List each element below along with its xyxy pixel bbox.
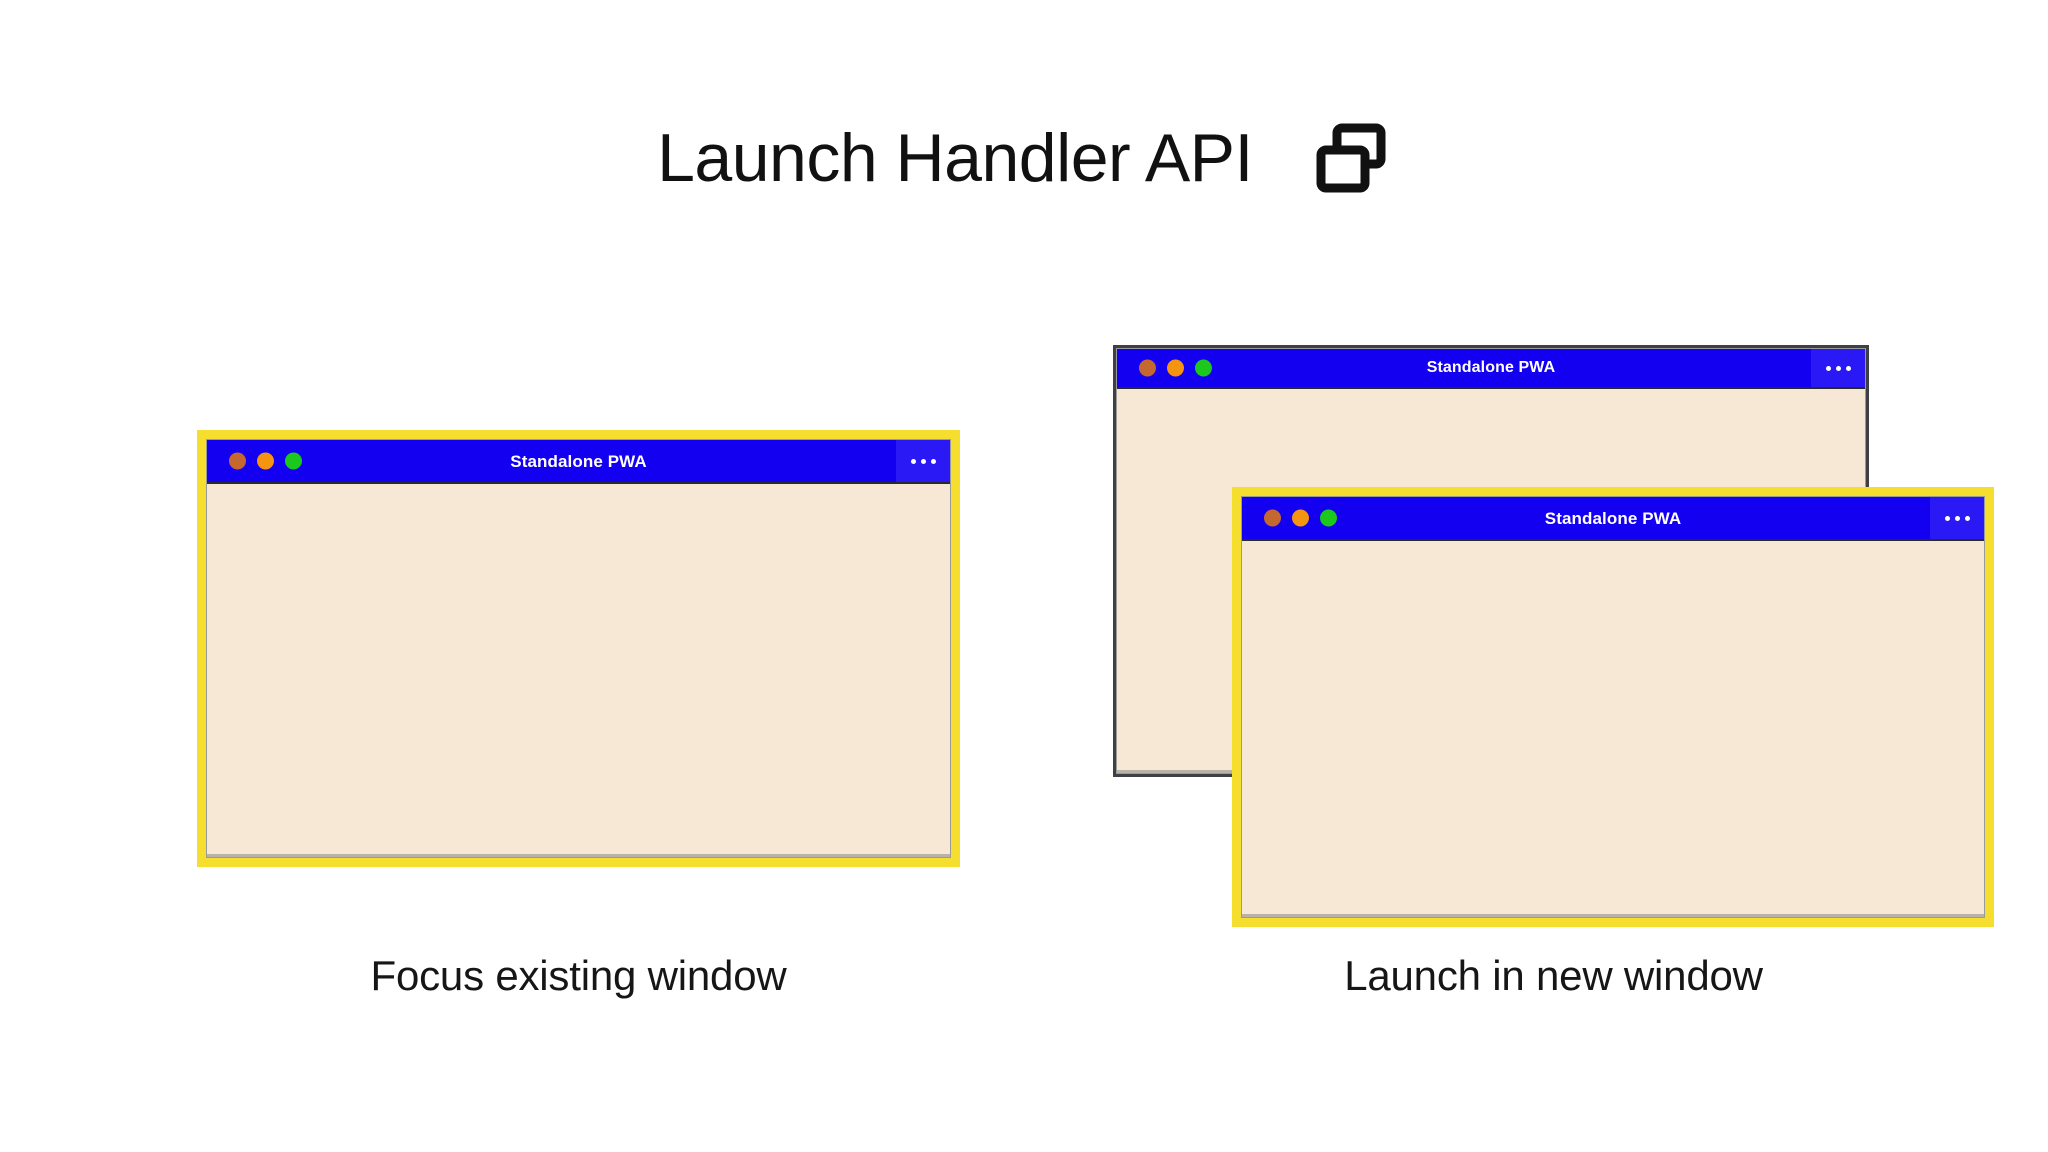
caption-launch-new: Launch in new window <box>1344 952 1763 999</box>
window-title: Standalone PWA <box>1544 508 1682 528</box>
overflow-dot <box>910 458 916 464</box>
window-titlebar[interactable]: Standalone PWA <box>1242 497 1984 541</box>
traffic-lights <box>229 452 302 470</box>
page-title: Launch Handler API <box>657 120 1253 196</box>
page-header: Launch Handler API <box>0 118 2048 198</box>
close-button-dot[interactable] <box>1264 509 1281 527</box>
minimize-button-dot[interactable] <box>257 452 274 470</box>
overflow-dot <box>1835 365 1841 371</box>
overflow-dot <box>1845 365 1851 371</box>
overflow-dot <box>1964 515 1970 521</box>
overflow-dot <box>920 458 926 464</box>
traffic-lights <box>1264 509 1337 527</box>
pwa-window-new-front[interactable]: Standalone PWA <box>1232 487 1994 927</box>
overflow-dot <box>1825 365 1831 371</box>
window-inner: Standalone PWA <box>1241 496 1985 918</box>
pwa-window-focus-existing[interactable]: Standalone PWA <box>197 430 960 867</box>
minimize-button-dot[interactable] <box>1167 359 1184 377</box>
overflow-dot <box>1954 515 1960 521</box>
caption-focus-existing: Focus existing window <box>370 952 787 999</box>
window-inner: Standalone PWA <box>206 439 951 858</box>
maximize-button-dot[interactable] <box>1320 509 1337 527</box>
overflow-menu-button[interactable] <box>896 440 950 482</box>
window-title: Standalone PWA <box>1426 359 1556 376</box>
overflow-dot <box>1944 515 1950 521</box>
window-title: Standalone PWA <box>510 451 647 471</box>
window-content-area[interactable] <box>1242 541 1984 917</box>
window-titlebar[interactable]: Standalone PWA <box>207 440 950 484</box>
overflow-dot <box>930 458 936 464</box>
multiple-windows-icon <box>1311 118 1391 198</box>
close-button-dot[interactable] <box>1139 359 1156 377</box>
maximize-button-dot[interactable] <box>285 452 302 470</box>
window-content-area[interactable] <box>207 484 950 857</box>
overflow-menu-button[interactable] <box>1930 497 1984 539</box>
overflow-menu-button[interactable] <box>1811 349 1865 387</box>
minimize-button-dot[interactable] <box>1292 509 1309 527</box>
window-titlebar[interactable]: Standalone PWA <box>1117 349 1865 389</box>
maximize-button-dot[interactable] <box>1195 359 1212 377</box>
close-button-dot[interactable] <box>229 452 246 470</box>
traffic-lights <box>1139 359 1212 377</box>
